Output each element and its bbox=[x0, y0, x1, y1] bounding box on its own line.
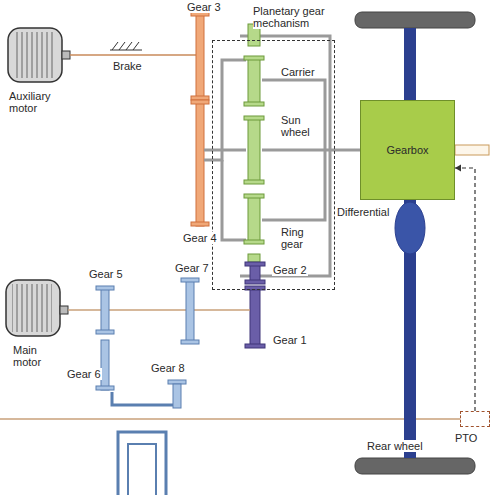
node-label: PTO bbox=[455, 432, 477, 444]
part-label: Ring gear bbox=[280, 226, 318, 250]
part-label: Main motor bbox=[12, 344, 54, 368]
part-label: Differential bbox=[336, 206, 390, 218]
part-label: Brake bbox=[112, 60, 143, 72]
part-label: Sun wheel bbox=[280, 114, 318, 138]
auxiliary-motor-symbol bbox=[8, 28, 70, 82]
main-motor-symbol bbox=[6, 280, 68, 336]
gear-3-4 bbox=[191, 12, 209, 226]
brake-symbol bbox=[110, 42, 142, 50]
part-label: Gear 5 bbox=[88, 268, 124, 280]
part-label: Gear 3 bbox=[186, 1, 222, 13]
main-shaft bbox=[68, 309, 250, 311]
sun-shaft bbox=[262, 149, 335, 152]
part-label: Gear 8 bbox=[150, 362, 186, 374]
part-label: Gear 6 bbox=[66, 368, 102, 380]
planetary-internals bbox=[204, 36, 330, 276]
part-label: Auxiliary motor bbox=[8, 90, 62, 114]
gear-1-2 bbox=[245, 262, 265, 348]
connector bbox=[455, 165, 475, 412]
connector bbox=[335, 150, 360, 151]
aux-shaft bbox=[70, 54, 200, 56]
rear-axle bbox=[355, 12, 489, 474]
part-label: Gear 1 bbox=[272, 334, 308, 346]
node-label: Planetary gear mechanism bbox=[253, 5, 335, 29]
part-label: Carrier bbox=[280, 66, 316, 78]
part-label: Gear 7 bbox=[174, 262, 210, 274]
planetary-gears bbox=[244, 24, 264, 262]
part-label: Rear wheel bbox=[366, 440, 424, 452]
pto-shaft bbox=[0, 418, 460, 420]
gears-5-6-7-8 bbox=[96, 278, 199, 495]
gearbox-box: Gearbox bbox=[360, 100, 455, 200]
node-label: Gearbox bbox=[386, 144, 428, 156]
planetary-gear-box: Planetary gear mechanism bbox=[212, 40, 335, 290]
part-label: Gear 2 bbox=[272, 264, 308, 276]
pto-box: PTO bbox=[460, 411, 490, 427]
part-label: Gear 4 bbox=[182, 232, 218, 244]
